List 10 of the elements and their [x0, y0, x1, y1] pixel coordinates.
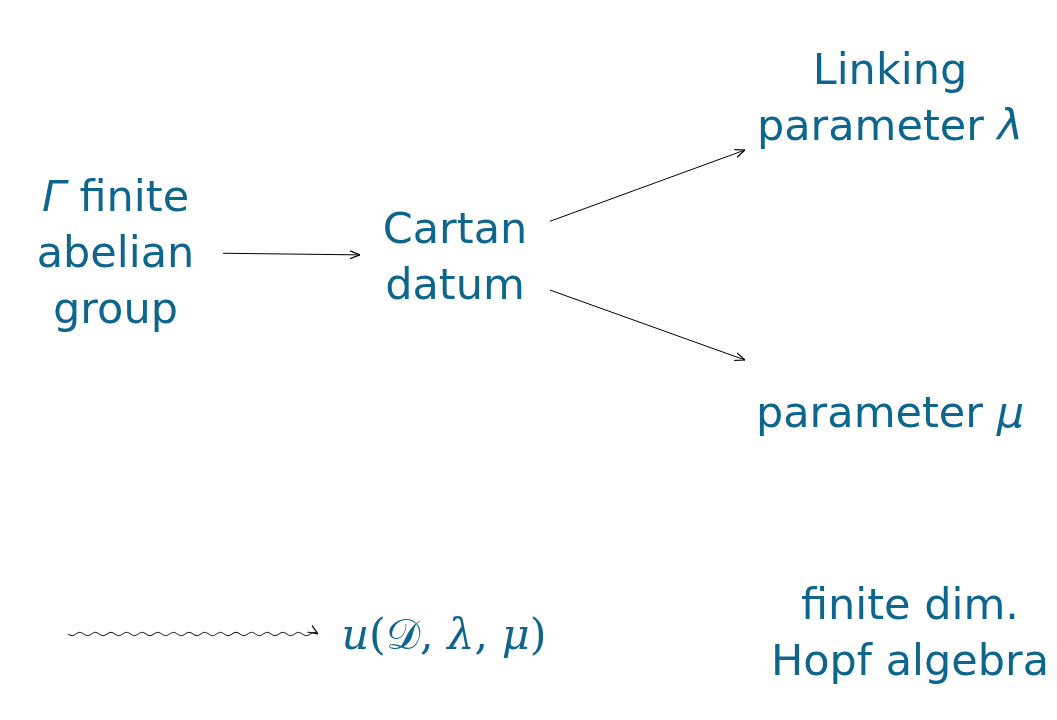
node-label: finite dim. Hopf algebra [770, 578, 1050, 687]
arrow [222, 250, 361, 260]
wavy-arrow [67, 624, 319, 637]
node-label: Linking parameter λ [755, 43, 1025, 152]
node-label: parameter μ [755, 386, 1024, 439]
arrow [549, 289, 746, 361]
node-label: Cartan datum [381, 202, 529, 311]
arrow [549, 149, 746, 222]
node-label: u(𝒟, λ, μ) [341, 608, 547, 661]
node-label: Γ finite abelian group [35, 170, 196, 335]
